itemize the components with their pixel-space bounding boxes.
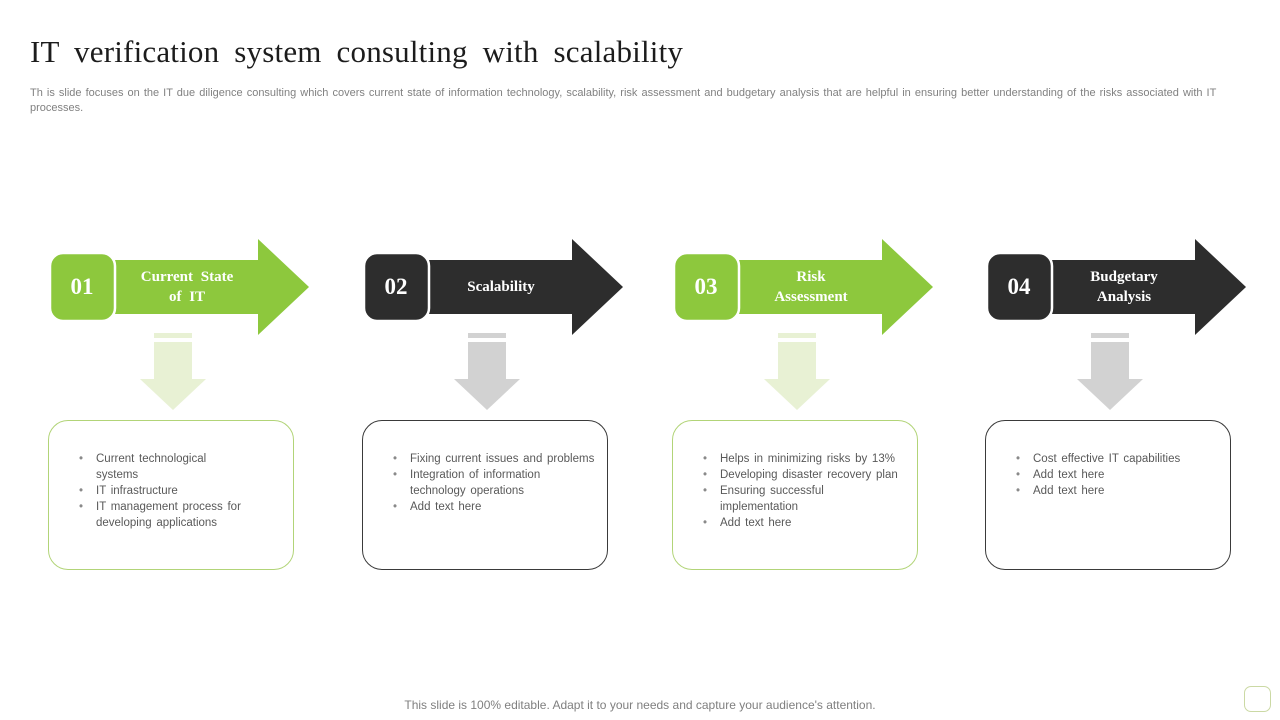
bullet-item: Add text here [1016, 483, 1224, 499]
step-number: 03 [694, 274, 718, 299]
step-arrow: 03 Risk Assessment [672, 238, 934, 336]
bullet-item: Ensuring successful implementation [703, 483, 911, 515]
step-label: Scalability [467, 279, 535, 295]
bullet-item: Add text here [393, 499, 601, 515]
right-arrow-icon [362, 239, 623, 335]
corner-shape-icon [1244, 686, 1271, 712]
down-arrow-icon [454, 333, 520, 410]
process-step: 04 Budgetary Analysis Cost effective IT … [985, 238, 1247, 570]
bullet-list: Current technological systemsIT infrastr… [49, 421, 293, 531]
right-arrow-icon [672, 239, 933, 335]
bullet-list: Helps in minimizing risks by 13%Developi… [673, 421, 917, 531]
detail-box: Current technological systemsIT infrastr… [48, 420, 294, 570]
bullet-item: Add text here [1016, 467, 1224, 483]
process-step: 03 Risk Assessment Helps in minimizing r… [672, 238, 934, 570]
detail-box: Helps in minimizing risks by 13%Developi… [672, 420, 918, 570]
bullet-item: Current technological systems [79, 451, 287, 483]
step-label: Current State of IT [140, 269, 234, 305]
bullet-item: IT management process for developing app… [79, 499, 287, 531]
step-label: Budgetary Analysis [1090, 269, 1158, 305]
bullet-item: Developing disaster recovery plan [703, 467, 911, 483]
process-step: 02 Scalability Fixing current issues and… [362, 238, 624, 570]
detail-box: Fixing current issues and problemsIntegr… [362, 420, 608, 570]
bullet-item: Cost effective IT capabilities [1016, 451, 1224, 467]
footer-note: This slide is 100% editable. Adapt it to… [404, 698, 876, 712]
step-arrow: 04 Budgetary Analysis [985, 238, 1247, 336]
bullet-item: Fixing current issues and problems [393, 451, 601, 467]
down-arrow-icon [1077, 333, 1143, 410]
step-number: 02 [384, 274, 408, 299]
bullet-item: IT infrastructure [79, 483, 287, 499]
process-step: 01 Current State of IT Current technolog… [48, 238, 310, 570]
right-arrow-icon [985, 239, 1246, 335]
down-arrow-icon [764, 333, 830, 410]
step-arrow: 01 Current State of IT [48, 238, 310, 336]
detail-box: Cost effective IT capabilitiesAdd text h… [985, 420, 1231, 570]
bullet-list: Fixing current issues and problemsIntegr… [363, 421, 607, 515]
step-arrow: 02 Scalability [362, 238, 624, 336]
bullet-item: Integration of information technology op… [393, 467, 601, 499]
step-label: Risk Assessment [774, 269, 848, 305]
down-arrow-icon [140, 333, 206, 410]
step-number: 04 [1007, 274, 1031, 299]
step-number: 01 [70, 274, 94, 299]
bullet-item: Helps in minimizing risks by 13% [703, 451, 911, 467]
slide-description: Th is slide focuses on the IT due dilige… [30, 87, 1217, 114]
page-title: IT verification system consulting with s… [30, 34, 684, 69]
bullet-list: Cost effective IT capabilitiesAdd text h… [986, 421, 1230, 499]
bullet-item: Add text here [703, 515, 911, 531]
right-arrow-icon [48, 239, 309, 335]
